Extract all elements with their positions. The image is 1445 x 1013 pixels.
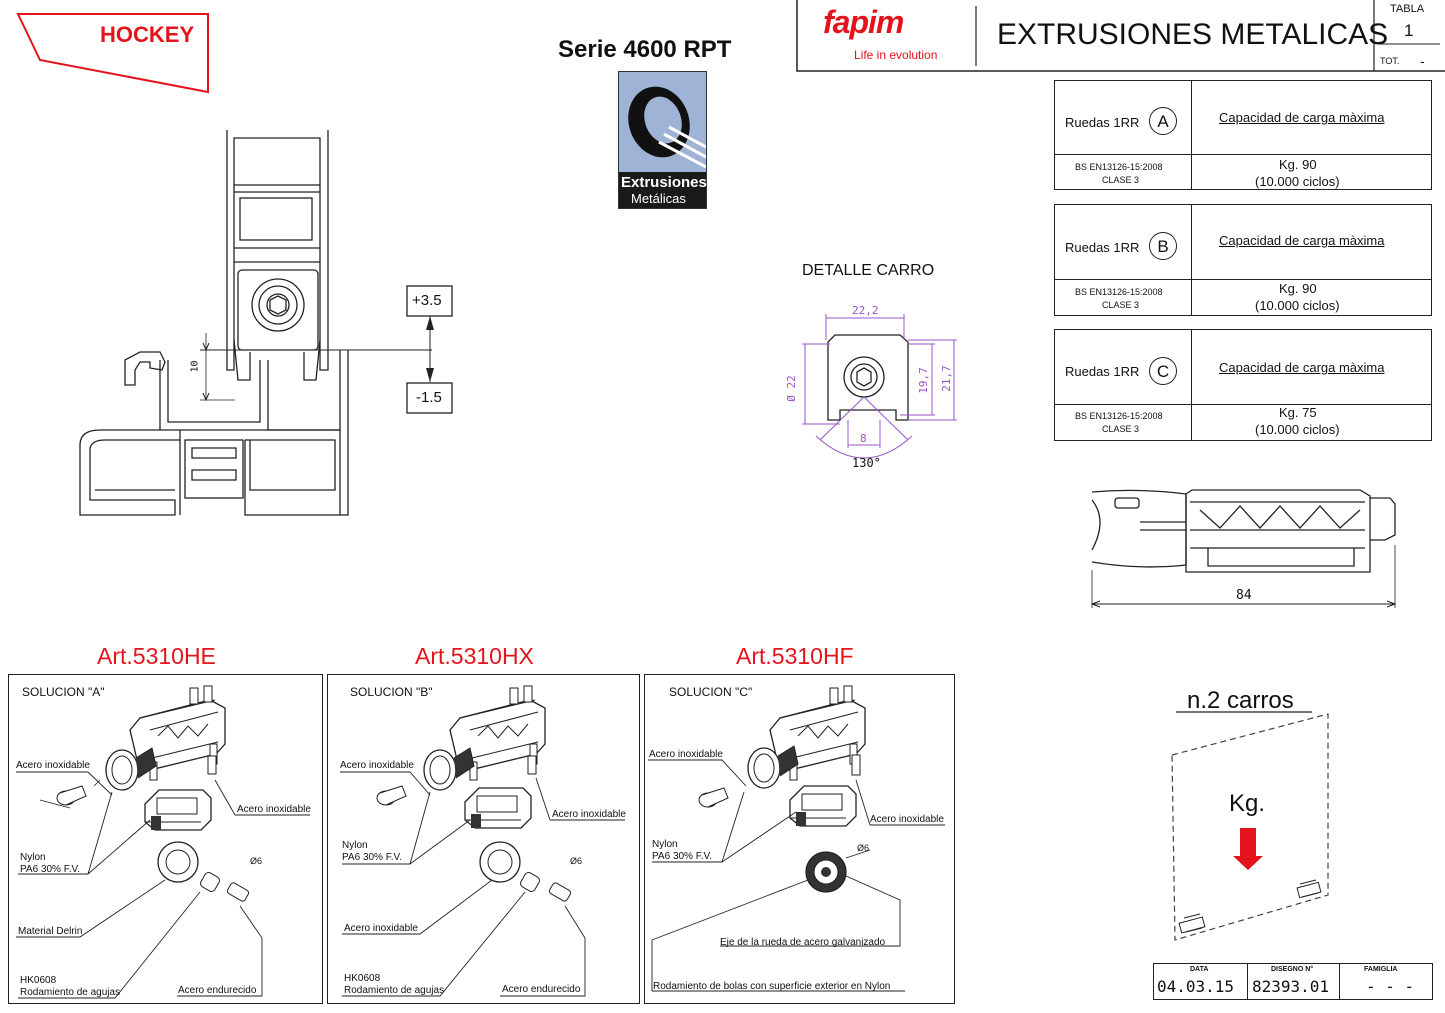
label-acero-inox-1: Acero inoxidable xyxy=(340,760,414,771)
label-acero-endurecido: Acero endurecido xyxy=(502,984,581,995)
label-acero-inox-1: Acero inoxidable xyxy=(649,749,723,760)
famiglia-label: FAMIGLIA xyxy=(1364,966,1398,973)
label-acero-inox-1: Acero inoxidable xyxy=(16,760,90,771)
brand-hockey: HOCKEY xyxy=(100,22,195,47)
detalle-angle: 130° xyxy=(852,456,881,470)
solution-label-b: SOLUCION "B" xyxy=(350,685,433,699)
load-table-b: Ruedas 1RR B Capacidad de carga màxima B… xyxy=(1054,204,1432,316)
logo-line1: Extrusiones xyxy=(621,174,707,191)
capacity-label: Capacidad de carga màxima xyxy=(1219,360,1385,375)
norm-label: BS EN13126-15:2008 xyxy=(1075,287,1163,297)
label-rodamiento-bolas: Rodamiento de bolas con superficie exter… xyxy=(653,981,891,992)
solution-panel-c xyxy=(644,674,955,1004)
detalle-title: DETALLE CARRO xyxy=(802,262,935,279)
label-material-delrin: Material Delrin xyxy=(18,926,83,937)
rueda-letter: A xyxy=(1149,107,1177,135)
disegno-value: 82393.01 xyxy=(1252,977,1330,996)
cycles-value: (10.000 ciclos) xyxy=(1255,298,1340,313)
logo-graphic-icon xyxy=(619,72,706,208)
carro-icon-left xyxy=(1178,913,1206,934)
label-nylon: Nylon xyxy=(342,840,368,851)
label-acero-endurecido: Acero endurecido xyxy=(178,985,257,996)
clase-label: CLASE 3 xyxy=(1102,424,1140,434)
tot-label: TOT. xyxy=(1380,56,1400,66)
detalle-w1: 22,2 xyxy=(852,304,879,317)
rueda-letter: B xyxy=(1149,232,1177,260)
detalle-w2: 8 xyxy=(860,432,867,445)
series-title: Serie 4600 RPT xyxy=(558,36,732,63)
logo-line2: Metálicas xyxy=(631,191,686,206)
tabla-label: TABLA xyxy=(1390,3,1425,15)
solution-panel-a xyxy=(8,674,323,1004)
rueda-letter: C xyxy=(1149,357,1177,385)
tolerance-minus: -1.5 xyxy=(416,389,442,406)
article-title-a: Art.5310HE xyxy=(97,643,216,669)
kg-value: Kg. 90 xyxy=(1279,281,1317,296)
rueda-label: Ruedas 1RR xyxy=(1065,364,1140,379)
norm-label: BS EN13126-15:2008 xyxy=(1075,162,1163,172)
carros-kg: Kg. xyxy=(1229,790,1266,817)
article-title-c: Art.5310HF xyxy=(736,643,854,669)
label-eje-rueda: Eje de la rueda de acero galvanizado xyxy=(720,937,886,948)
label-acero-inox-3: Acero inoxidable xyxy=(344,923,418,934)
label-phi6: Ø6 xyxy=(250,856,263,866)
data-value: 04.03.15 xyxy=(1157,977,1235,996)
fapim-tagline: Life in evolution xyxy=(854,48,938,62)
capacity-label: Capacidad de carga màxima xyxy=(1219,110,1385,125)
disegno-label: DISEGNO N° xyxy=(1271,966,1314,973)
label-acero-inox-2: Acero inoxidable xyxy=(552,809,626,820)
kg-value: Kg. 90 xyxy=(1279,157,1317,172)
label-nylon: Nylon xyxy=(20,852,46,863)
solution-label-a: SOLUCION "A" xyxy=(22,685,105,699)
famiglia-value: - - - xyxy=(1366,977,1415,996)
load-table-c: Ruedas 1RR C Capacidad de carga màxima B… xyxy=(1054,329,1432,441)
carro-icon-right xyxy=(1296,879,1322,899)
clase-label: CLASE 3 xyxy=(1102,175,1140,185)
rueda-label: Ruedas 1RR xyxy=(1065,240,1140,255)
footer-table: DATA 04.03.15 DISEGNO N° 82393.01 FAMIGL… xyxy=(1153,963,1433,1000)
tot-value: - xyxy=(1420,53,1425,69)
tabla-value: 1 xyxy=(1404,21,1414,40)
label-phi6: Ø6 xyxy=(570,856,583,866)
label-acero-inox-2: Acero inoxidable xyxy=(870,814,944,825)
solution-label-c: SOLUCION "C" xyxy=(669,685,753,699)
label-pa6: PA6 30% F.V. xyxy=(20,864,81,875)
carros-title: n.2 carros xyxy=(1187,687,1294,714)
header-title: EXTRUSIONES METALICAS xyxy=(997,18,1389,51)
label-hk0608: HK0608 xyxy=(344,973,381,984)
article-title-b: Art.5310HX xyxy=(415,643,534,669)
label-rodamiento-agujas: Rodamiento de agujas xyxy=(344,985,445,996)
norm-label: BS EN13126-15:2008 xyxy=(1075,411,1163,421)
solution-panel-b xyxy=(327,674,640,1004)
extrusiones-logo: Extrusiones Metálicas xyxy=(618,71,707,209)
label-nylon: Nylon xyxy=(652,839,678,850)
title-block-frame xyxy=(796,0,1445,72)
label-phi6: Ø6 xyxy=(857,843,870,853)
carro-length: 84 xyxy=(1236,588,1252,603)
hockey-badge xyxy=(16,13,209,94)
fapim-logo: fapim xyxy=(823,4,904,40)
label-pa6: PA6 30% F.V. xyxy=(342,852,403,863)
clase-label: CLASE 3 xyxy=(1102,300,1140,310)
load-table-a: Ruedas 1RR A Capacidad de carga màxima B… xyxy=(1054,80,1432,190)
kg-value: Kg. 75 xyxy=(1279,405,1317,420)
cycles-value: (10.000 ciclos) xyxy=(1255,422,1340,437)
label-pa6: PA6 30% F.V. xyxy=(652,851,713,862)
label-acero-inox-2: Acero inoxidable xyxy=(237,804,311,815)
cycles-value: (10.000 ciclos) xyxy=(1255,174,1340,189)
data-label: DATA xyxy=(1190,966,1209,973)
tolerance-plus: +3.5 xyxy=(412,292,442,309)
label-hk0608: HK0608 xyxy=(20,975,57,986)
capacity-label: Capacidad de carga màxima xyxy=(1219,233,1385,248)
rueda-label: Ruedas 1RR xyxy=(1065,115,1140,130)
label-rodamiento-agujas: Rodamiento de agujas xyxy=(20,987,121,998)
